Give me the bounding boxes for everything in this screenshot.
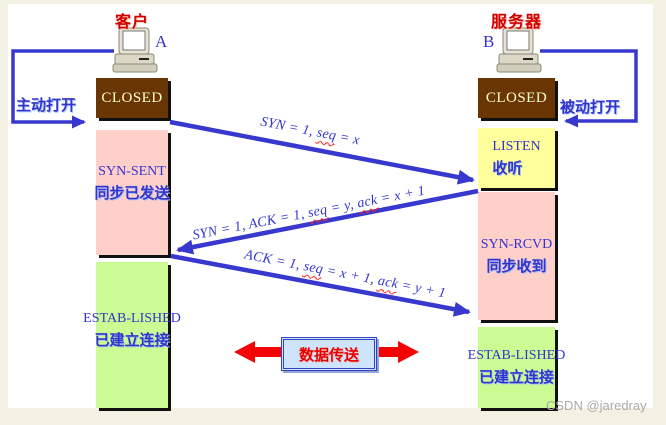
server-state-listen: LISTEN 收听: [478, 128, 555, 188]
state-name-zh: 收听: [492, 159, 523, 177]
state-name: ESTAB-LISHED: [83, 310, 181, 326]
state-name: CLOSED: [101, 89, 163, 106]
state-name: LISTEN: [492, 138, 541, 154]
data-transfer-label: 数据传送: [298, 346, 359, 364]
data-transfer-label-box: 数据传送: [281, 337, 377, 371]
server-state-established: ESTAB-LISHED 已建立连接: [468, 327, 565, 408]
passive-open-label: 被动打开: [560, 99, 621, 116]
state-name: ESTAB-LISHED: [467, 348, 566, 363]
state-name-zh: 同步收到: [486, 257, 547, 275]
client-computer-icon: [112, 27, 158, 73]
server-title: 服务器: [490, 14, 542, 31]
state-name: CLOSED: [485, 89, 548, 106]
state-name: SYN-RCVD: [480, 236, 553, 252]
watermark: CSDN @jaredray: [546, 398, 647, 413]
active-open-label: 主动打开: [16, 97, 77, 114]
client-title: 客户: [114, 14, 149, 31]
server-state-syn-rcvd: SYN-RCVD 同步收到: [478, 192, 555, 320]
client-state-closed: CLOSED: [96, 78, 168, 118]
state-name: SYN-SENT: [98, 164, 166, 179]
client-state-established: ESTAB-LISHED 已建立连接: [83, 262, 181, 408]
state-name-zh: 已建立连接: [94, 331, 170, 349]
server-state-closed: CLOSED: [478, 78, 555, 118]
state-name-zh: 同步已发送: [94, 185, 170, 202]
client-host-label: A: [155, 32, 168, 51]
state-name-zh: 已建立连接: [478, 369, 554, 386]
server-computer-icon: [496, 27, 542, 73]
client-state-syn-sent: SYN-SENT 同步已发送: [94, 130, 170, 255]
server-host-label: B: [483, 32, 495, 51]
